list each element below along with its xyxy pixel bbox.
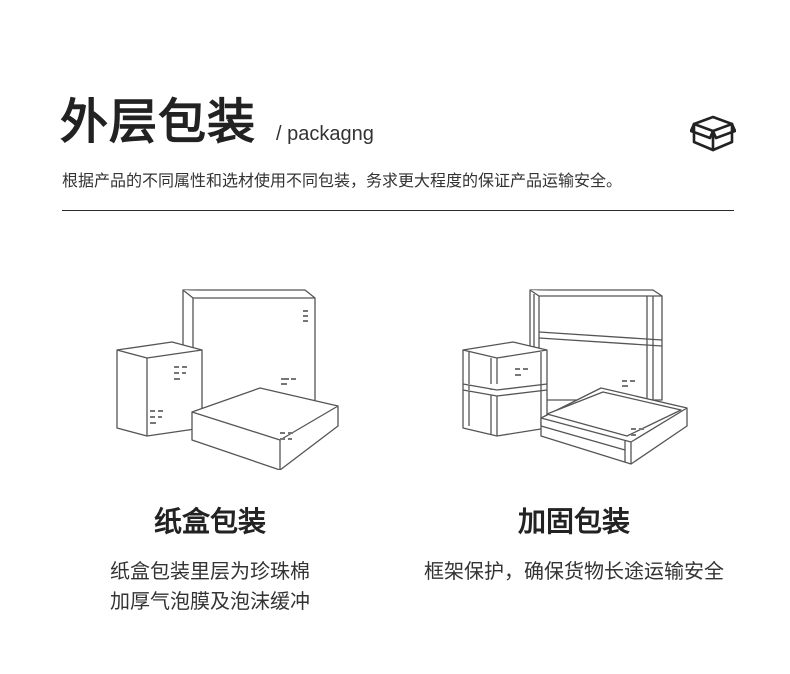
intro-text: 根据产品的不同属性和选材使用不同包装，务求更大程度的保证产品运输安全。 xyxy=(62,171,623,190)
card-desc-line: 框架保护，确保货物长途运输安全 xyxy=(424,559,724,583)
card-desc-carton: 纸盒包装里层为珍珠棉 加厚气泡膜及泡沫缓冲 xyxy=(90,556,330,616)
card-desc-line: 纸盒包装里层为珍珠棉 xyxy=(110,559,310,583)
card-title-carton: 纸盒包装 xyxy=(153,505,266,538)
carton-boxes-illustration xyxy=(116,289,339,470)
open-box-icon xyxy=(690,115,736,152)
page-subtitle: / packagng xyxy=(276,123,374,145)
card-desc-line: 加厚气泡膜及泡沫缓冲 xyxy=(110,589,310,613)
card-desc-reinforced: 框架保护，确保货物长途运输安全 xyxy=(404,556,744,586)
card-title-reinforced: 加固包装 xyxy=(517,505,630,538)
reinforced-crates-illustration xyxy=(462,289,688,465)
divider xyxy=(62,210,734,211)
page-title: 外层包装 xyxy=(60,94,257,150)
